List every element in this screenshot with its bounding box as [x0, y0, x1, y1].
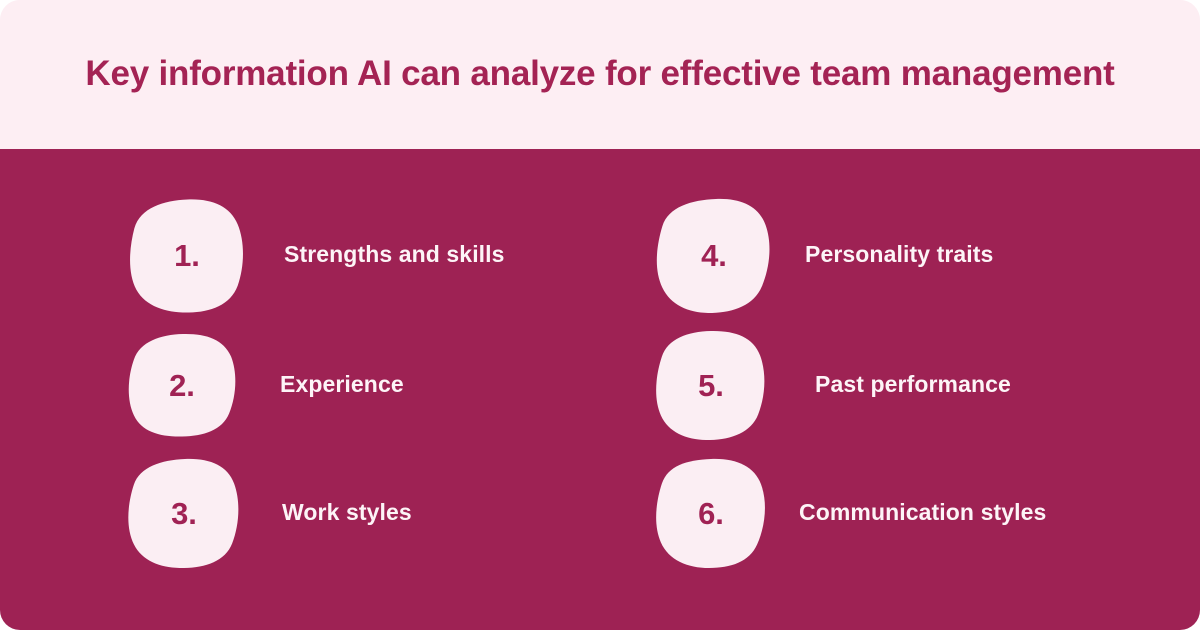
blob-shape-icon [656, 330, 765, 440]
list-item-1[interactable]: 1. Strengths and skills [128, 195, 505, 315]
blob-shape-icon [128, 333, 236, 437]
page-title: Key information AI can analyze for effec… [85, 54, 1115, 94]
badge-number-label: 1. [174, 237, 200, 273]
list-item-4[interactable]: 4. Personality traits [655, 195, 993, 315]
badge-number-label: 3. [171, 495, 197, 531]
list-item-6[interactable]: 6. Communication styles [655, 453, 1046, 573]
list-item-label: Communication styles [799, 499, 1047, 526]
badge-number-label: 2. [169, 367, 195, 403]
blob-shape-icon [656, 198, 770, 313]
list-item-label: Personality traits [805, 241, 994, 268]
list-item-2[interactable]: 2. Experience [128, 325, 404, 445]
list-item-3[interactable]: 3. Work styles [128, 453, 412, 573]
badge-number-label: 5. [698, 367, 724, 403]
blob-shape-icon [128, 458, 239, 568]
list-item-label: Past performance [815, 371, 1011, 398]
number-badge-5: 5. [655, 330, 767, 440]
number-badge-2: 2. [128, 333, 236, 437]
list-item-label: Strengths and skills [284, 241, 505, 268]
blob-shape-icon [130, 198, 243, 313]
badge-number-label: 6. [698, 495, 724, 531]
header-band: Key information AI can analyze for effec… [0, 0, 1200, 149]
number-badge-1: 1. [128, 198, 246, 313]
number-badge-3: 3. [128, 458, 240, 568]
items-grid: 1. Strengths and skills 2. Experience [0, 149, 1200, 630]
body-panel: 1. Strengths and skills 2. Experience [0, 149, 1200, 630]
badge-number-label: 4. [701, 237, 727, 273]
list-item-5[interactable]: 5. Past performance [655, 325, 1011, 445]
list-item-label: Experience [280, 371, 404, 398]
number-badge-6: 6. [655, 458, 767, 568]
number-badge-4: 4. [655, 198, 773, 313]
list-item-label: Work styles [282, 499, 412, 526]
blob-shape-icon [656, 458, 765, 568]
